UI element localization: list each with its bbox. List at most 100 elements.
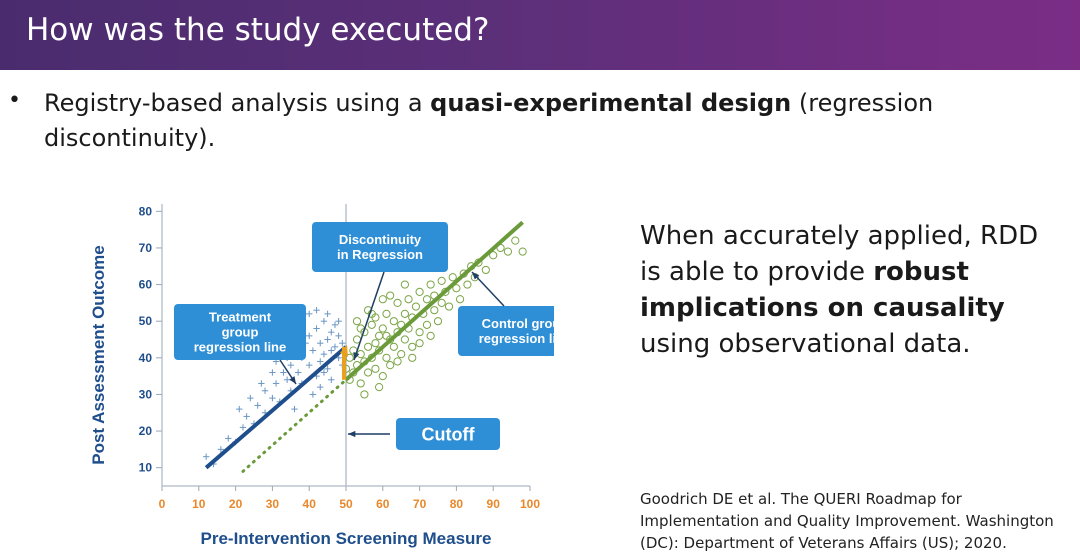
treatment-point <box>331 321 339 329</box>
treatment-regression-line <box>204 345 348 470</box>
treatment-point <box>317 339 324 347</box>
treatment-point <box>247 394 254 402</box>
control-point <box>422 295 432 304</box>
arrow-control-head <box>472 272 480 280</box>
treatment-point <box>272 380 280 387</box>
treatment-point <box>317 358 324 365</box>
annotation-discontinuity-line: in Regression <box>337 247 423 262</box>
control-regression-line <box>344 220 524 382</box>
control-point <box>371 364 380 373</box>
treatment-point <box>335 332 342 340</box>
projection-dotted-line <box>241 378 348 473</box>
arrow-control-shaft <box>471 271 505 307</box>
control-point <box>437 298 446 307</box>
annotation-control-line: regression line <box>479 331 554 346</box>
control-point <box>360 390 369 399</box>
y-tick-label: 20 <box>139 424 153 438</box>
treatment-point <box>294 369 302 376</box>
treatment-point <box>269 369 276 376</box>
treatment-point <box>280 369 287 376</box>
bullet-text-before: Registry-based analysis using a <box>44 89 431 117</box>
control-point <box>489 251 498 260</box>
x-tick-label: 10 <box>192 497 206 511</box>
treatment-point <box>261 387 269 394</box>
control-point <box>386 361 395 370</box>
control-point <box>375 331 384 340</box>
annotation-cutoff-bg <box>396 418 500 450</box>
control-point <box>415 339 424 348</box>
treatment-point <box>335 317 342 325</box>
treatment-point <box>306 361 313 369</box>
arrow-cutoff-head <box>348 430 356 438</box>
control-point <box>452 284 461 293</box>
control-point <box>411 302 421 311</box>
treatment-point <box>283 376 291 383</box>
arrow-discontinuity-shaft <box>353 271 385 361</box>
treatment-point <box>306 332 313 340</box>
treatment-point <box>202 453 210 460</box>
control-point <box>382 309 391 318</box>
control-point <box>352 317 362 326</box>
arrow-treatment-head <box>289 376 296 384</box>
x-tick-label: 40 <box>303 497 317 511</box>
treatment-point <box>320 350 328 358</box>
bullet-marker: • <box>8 88 21 113</box>
treatment-point <box>324 310 331 318</box>
annotation-cutoff: Cutoff <box>396 418 500 450</box>
control-point <box>408 353 417 362</box>
side-text-bold: robust implications on causality <box>640 257 1005 323</box>
annotation-treatment-line: Treatment <box>209 310 272 325</box>
y-tick-label: 10 <box>139 461 153 475</box>
control-point <box>437 276 446 286</box>
arrow-discontinuity-head <box>353 352 360 360</box>
annotation-treatment-line: group <box>222 325 259 340</box>
treatment-point <box>306 310 313 318</box>
control-point <box>430 306 439 315</box>
treatment-point <box>287 361 294 369</box>
treatment-point <box>320 317 328 325</box>
treatment-point <box>309 347 317 354</box>
slide-title: How was the study executed? <box>26 12 490 48</box>
control-point <box>518 247 527 256</box>
control-point <box>503 247 513 256</box>
x-tick-label: 90 <box>487 497 501 511</box>
treatment-point <box>313 325 320 332</box>
x-tick-label: 50 <box>339 497 353 511</box>
control-point <box>386 291 395 300</box>
x-tick-label: 20 <box>229 497 243 511</box>
control-point <box>422 320 432 329</box>
control-point <box>455 295 465 304</box>
x-tick-label: 0 <box>159 497 166 511</box>
control-point <box>433 317 443 326</box>
control-point <box>448 273 457 282</box>
treatment-point <box>236 405 243 413</box>
treatment-point <box>269 394 276 402</box>
x-axis-label: Pre-Intervention Screening Measure <box>201 529 492 548</box>
control-point <box>375 346 384 355</box>
control-point <box>389 342 398 351</box>
treatment-point <box>225 435 232 442</box>
treatment-point <box>217 446 225 453</box>
bullet-text-after: (regression discontinuity). <box>44 89 934 152</box>
control-point <box>378 324 387 333</box>
annotation-treatment-bg <box>174 304 306 360</box>
x-tick-label: 30 <box>266 497 280 511</box>
y-tick-label: 30 <box>139 387 153 401</box>
control-point <box>356 379 365 388</box>
y-tick-label: 40 <box>139 351 153 365</box>
side-text-before: When accurately applied, RDD is able to … <box>640 221 1039 287</box>
bullet-text-bold: quasi-experimental design <box>430 89 792 117</box>
treatment-point <box>328 347 335 354</box>
control-point <box>426 331 435 340</box>
control-point <box>400 335 409 344</box>
control-point <box>367 320 376 329</box>
x-tick-label: 60 <box>376 497 390 511</box>
treatment-point <box>331 343 339 351</box>
control-point <box>363 368 373 377</box>
control-point <box>371 339 380 348</box>
control-point <box>415 287 424 296</box>
